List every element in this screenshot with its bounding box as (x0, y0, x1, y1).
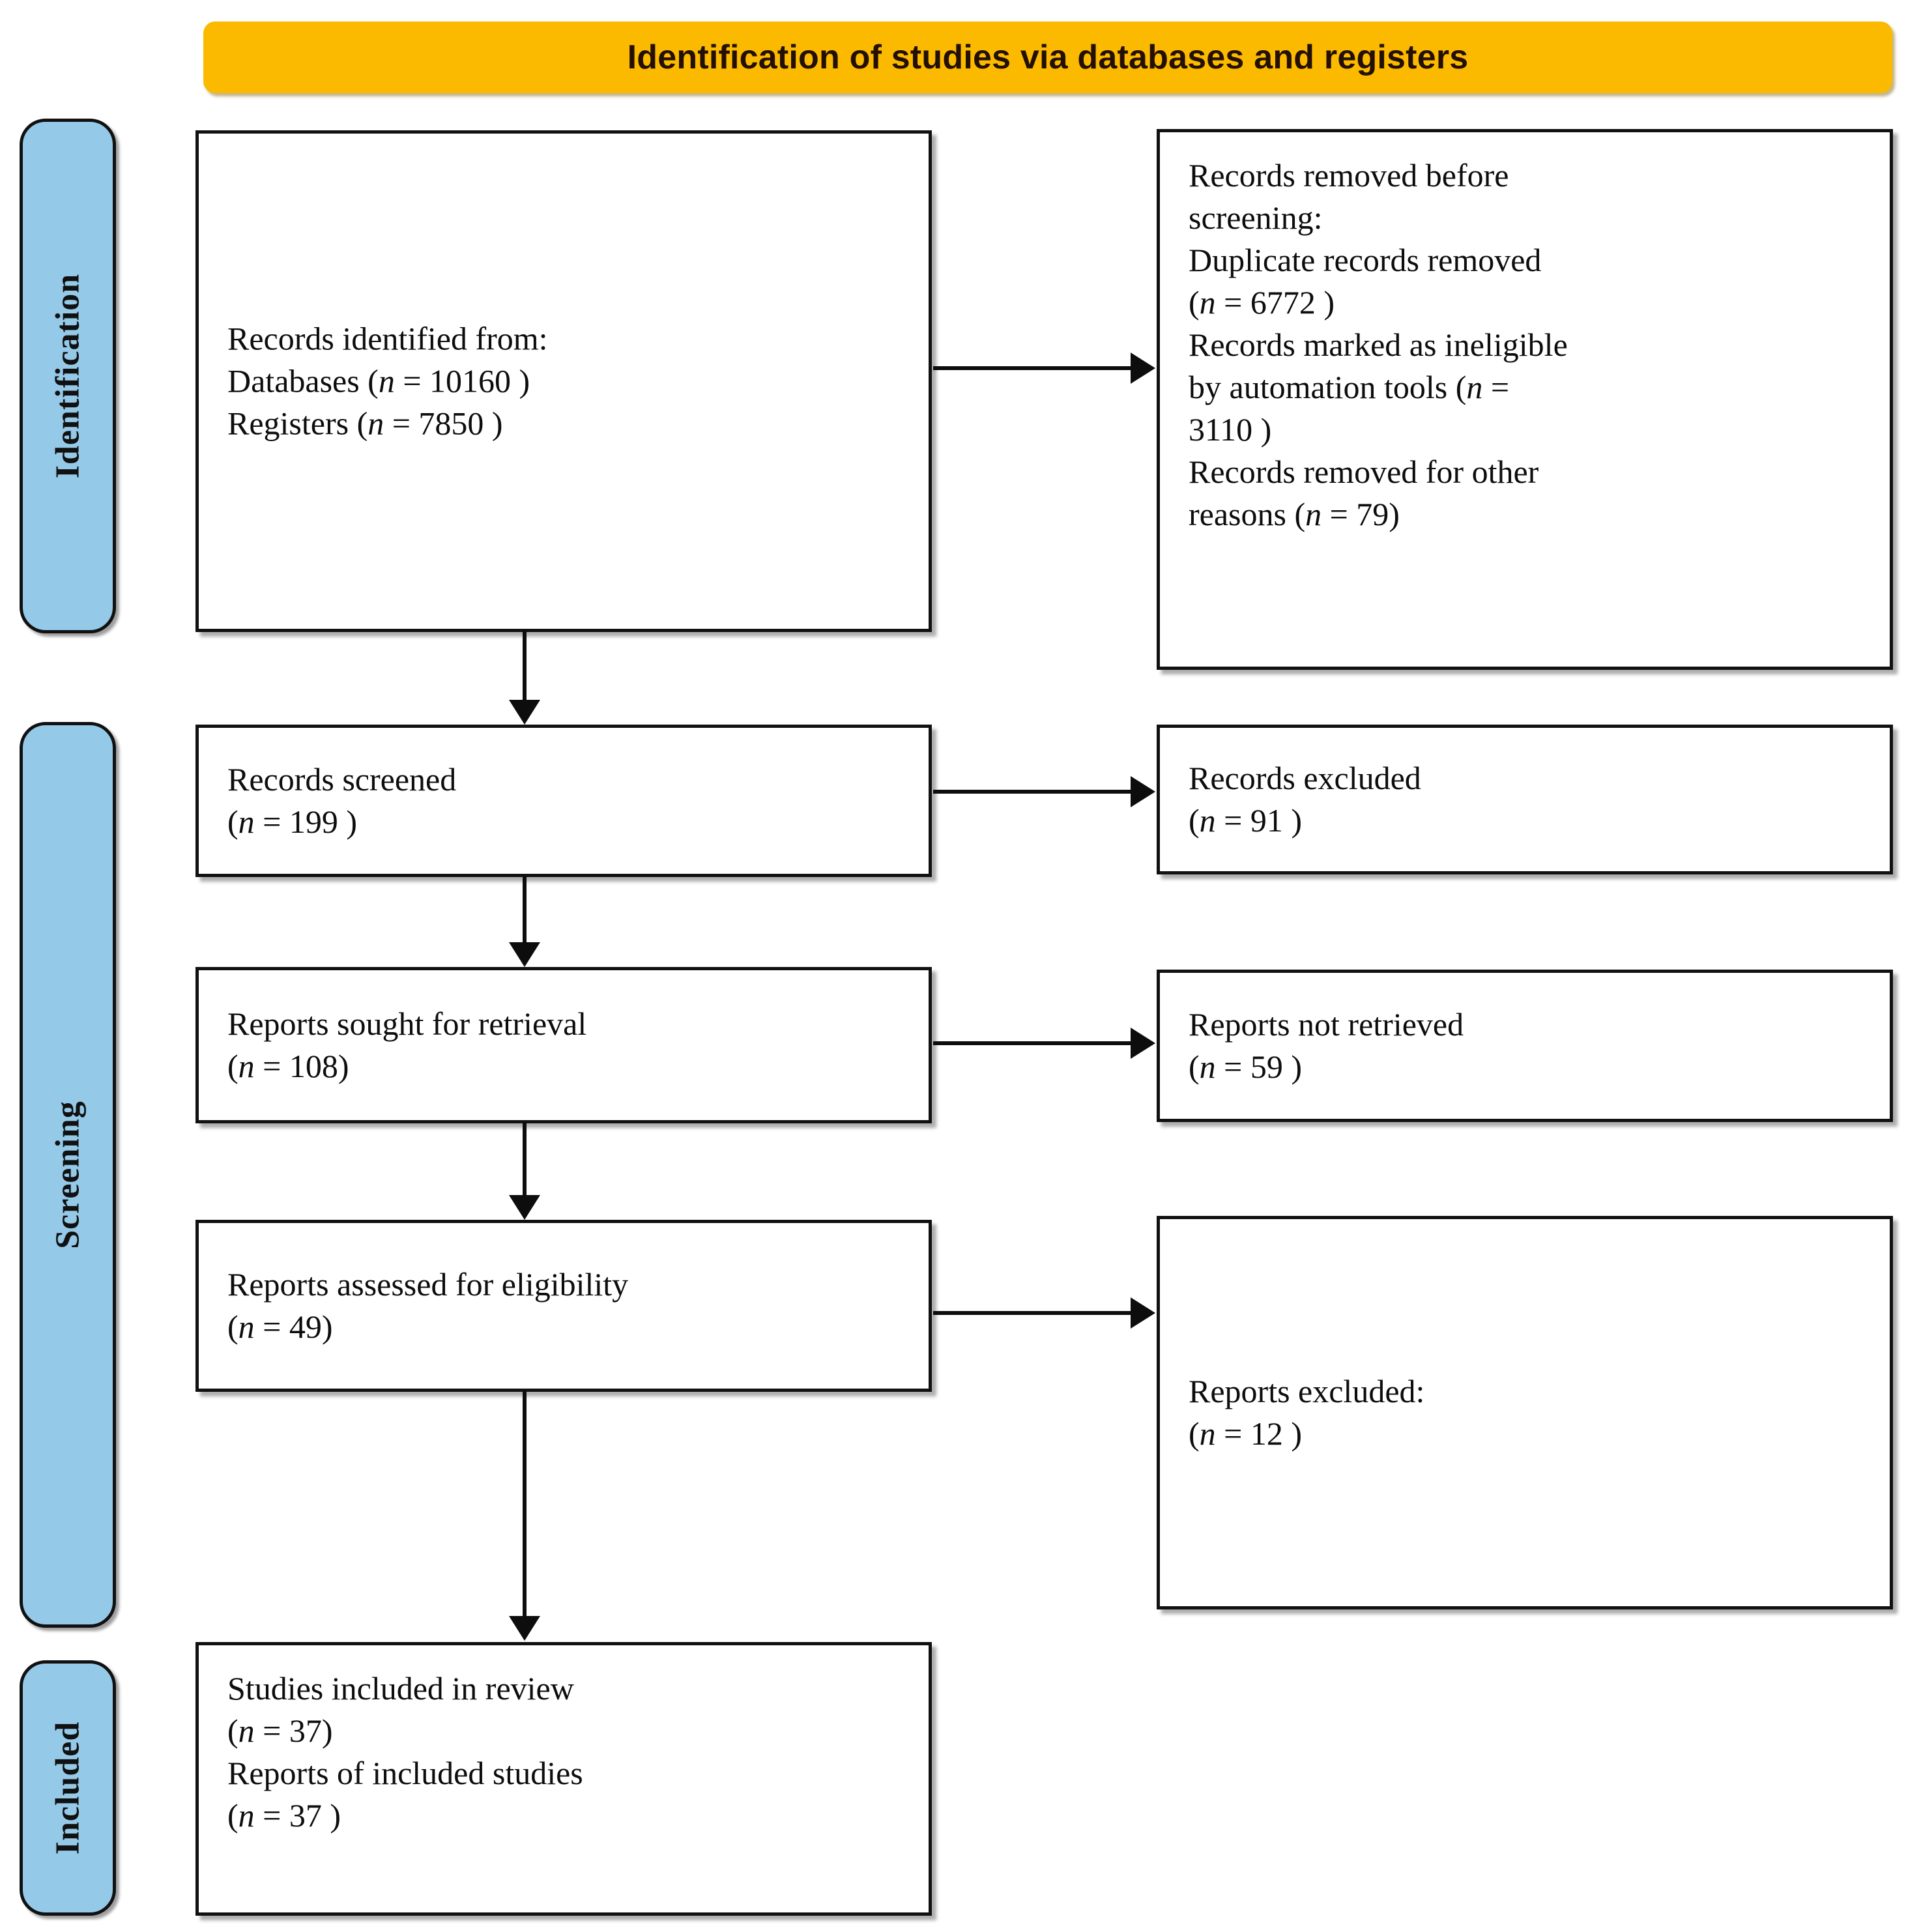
arrowhead-assessed-to-reports-excluded (1131, 1297, 1155, 1329)
box-records-removed-before-screening: Records removed before screening: Duplic… (1157, 129, 1893, 670)
stage-pill-included-label: Included (49, 1721, 87, 1855)
box-reports-sought-text: Reports sought for retrieval (n = 108) (227, 1005, 587, 1084)
box-reports-assessed-text: Reports assessed for eligibility (n = 49… (227, 1266, 629, 1345)
box-records-identified-text: Records identified from: Databases (n = … (227, 320, 548, 442)
arrowhead-identified-to-removed (1131, 353, 1155, 384)
connector-sought-to-not-retrieved (933, 1041, 1132, 1045)
connector-screened-to-excluded (933, 790, 1132, 794)
stage-pill-screening: Screening (20, 722, 116, 1628)
diagram-header-banner: Identification of studies via databases … (203, 22, 1892, 93)
box-reports-sought-for-retrieval: Reports sought for retrieval (n = 108) (195, 967, 932, 1123)
page-title: Identification of studies via databases … (627, 38, 1469, 76)
arrowhead-screened-to-excluded (1131, 776, 1155, 807)
box-reports-not-retrieved-text: Reports not retrieved (n = 59 ) (1189, 1006, 1464, 1085)
box-records-excluded-text: Records excluded (n = 91 ) (1189, 760, 1421, 839)
arrowhead-identified-to-screened (509, 700, 540, 725)
box-reports-assessed-for-eligibility: Reports assessed for eligibility (n = 49… (195, 1220, 932, 1392)
connector-identified-to-screened (523, 631, 527, 704)
arrowhead-assessed-to-included (509, 1616, 540, 1641)
box-reports-excluded-text: Reports excluded: (n = 12 ) (1189, 1373, 1425, 1452)
box-records-excluded: Records excluded (n = 91 ) (1157, 725, 1893, 874)
stage-pill-screening-label: Screening (49, 1101, 87, 1249)
box-reports-excluded: Reports excluded: (n = 12 ) (1157, 1216, 1893, 1609)
box-records-screened: Records screened (n = 199 ) (195, 725, 932, 877)
connector-identified-to-removed (933, 366, 1132, 370)
box-studies-included-in-review: Studies included in review (n = 37) Repo… (195, 1642, 932, 1916)
arrowhead-sought-to-not-retrieved (1131, 1028, 1155, 1059)
connector-screened-to-sought (523, 876, 527, 946)
stage-pill-identification: Identification (20, 119, 116, 633)
box-studies-included-text: Studies included in review (n = 37) Repo… (227, 1670, 583, 1834)
box-records-identified: Records identified from: Databases (n = … (195, 130, 932, 632)
connector-assessed-to-reports-excluded (933, 1311, 1132, 1315)
connector-assessed-to-included (523, 1391, 527, 1620)
stage-pill-identification-label: Identification (49, 273, 87, 479)
stage-pill-included: Included (20, 1660, 116, 1916)
box-reports-not-retrieved: Reports not retrieved (n = 59 ) (1157, 970, 1893, 1122)
arrowhead-screened-to-sought (509, 942, 540, 967)
connector-sought-to-assessed (523, 1122, 527, 1199)
box-records-screened-text: Records screened (n = 199 ) (227, 761, 457, 840)
arrowhead-sought-to-assessed (509, 1195, 540, 1220)
box-records-removed-text: Records removed before screening: Duplic… (1189, 157, 1568, 532)
